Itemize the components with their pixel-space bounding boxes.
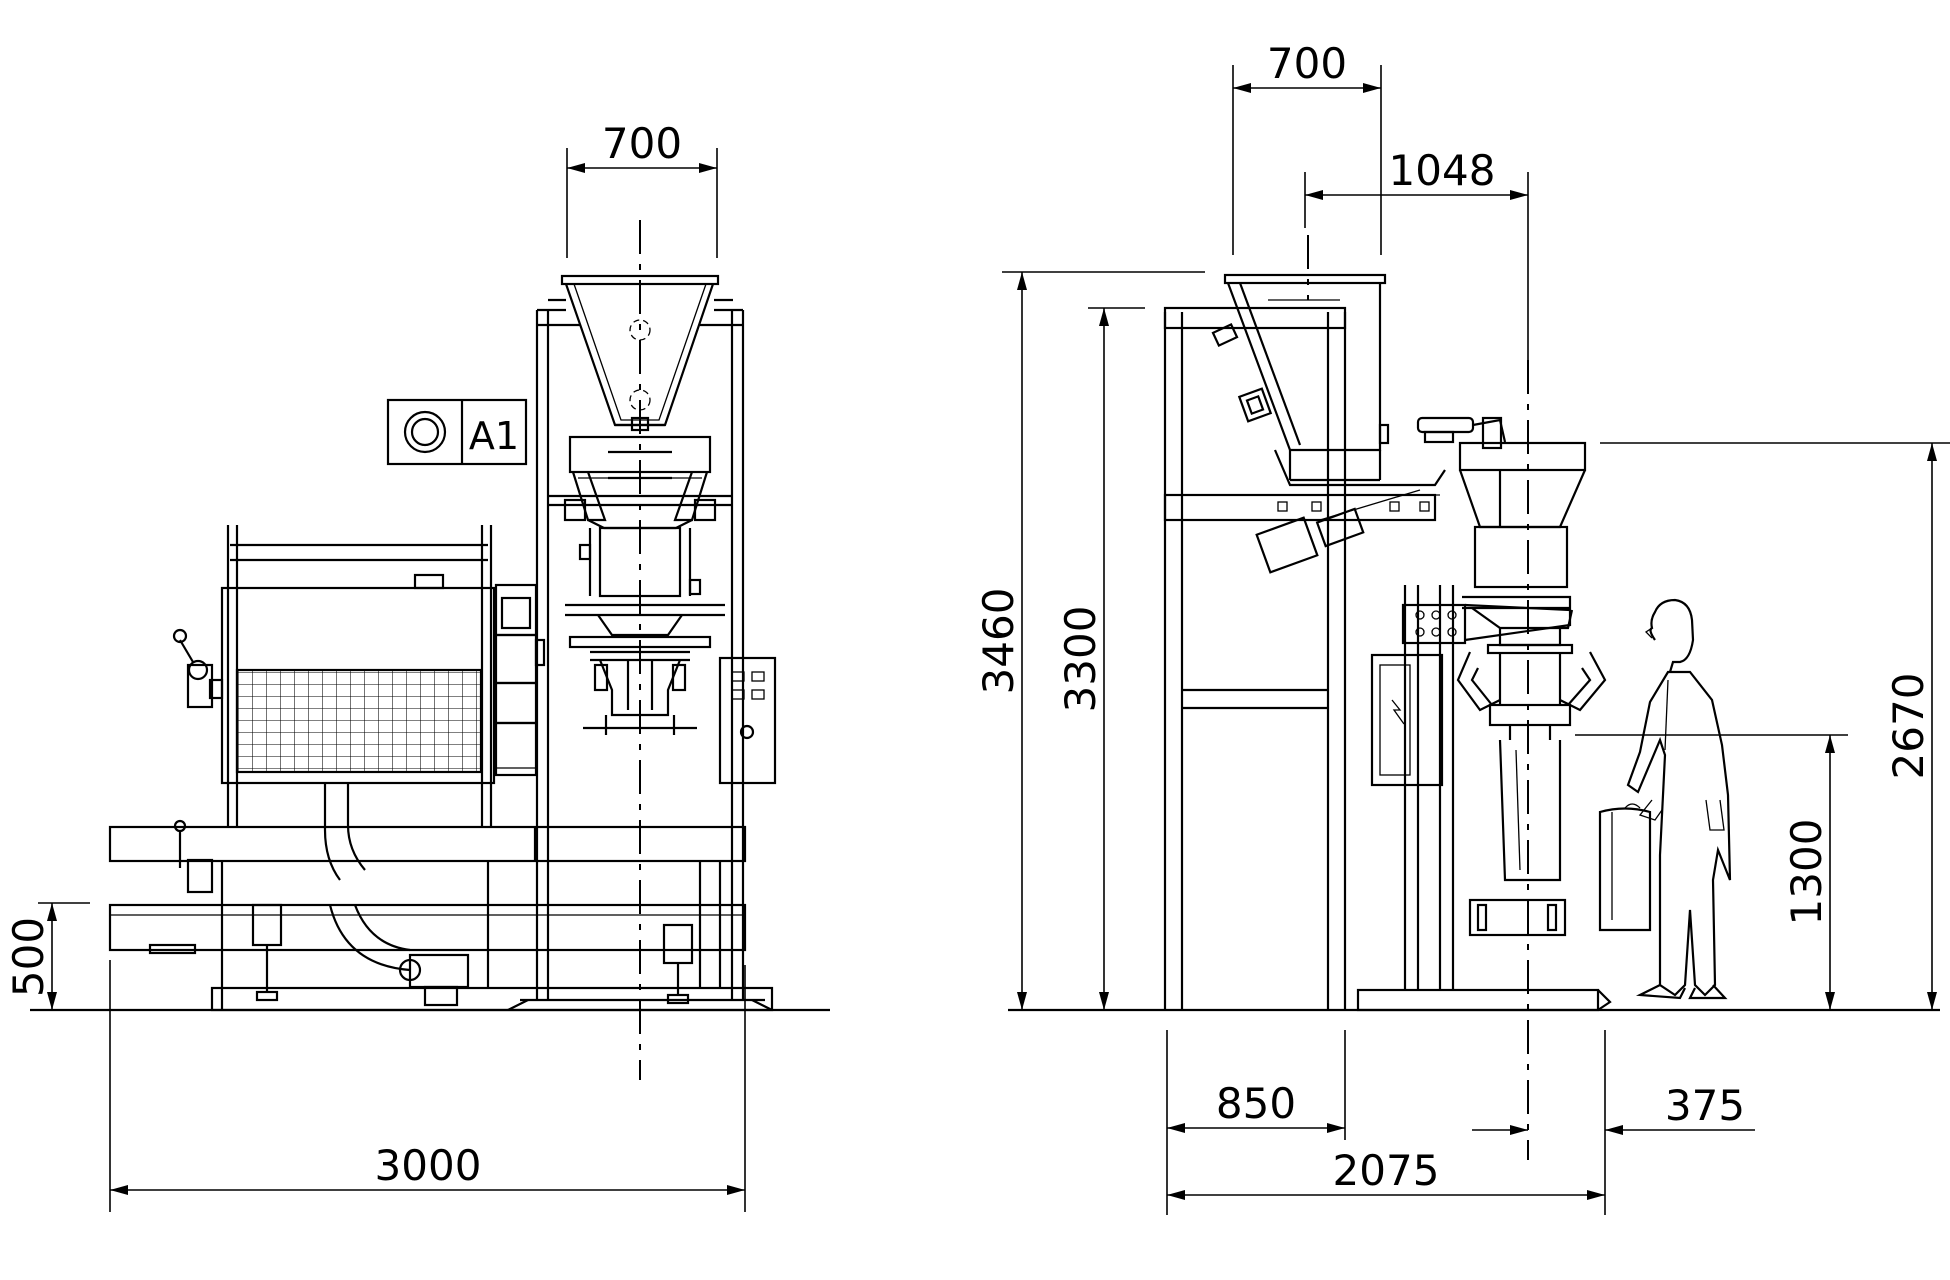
dim-front-top-width-label: 700 <box>602 119 682 168</box>
sewing-unit-housing <box>172 525 496 1007</box>
dim-side-clamp-height-label: 1300 <box>1782 819 1831 926</box>
dim-side-total-height <box>1002 271 1205 1010</box>
projection-circle-icon <box>403 410 447 454</box>
dim-side-rear-offset <box>1472 1125 1755 1135</box>
front-scale-hopper <box>548 435 732 649</box>
dim-front-overall-width <box>109 960 746 1212</box>
dim-side-offset <box>1304 172 1529 360</box>
side-main-frame <box>1163 306 1437 1010</box>
dim-side-frame-height <box>1088 307 1145 1010</box>
dim-side-overall-depth-label: 2075 <box>1333 1146 1440 1195</box>
side-feed-hopper <box>1211 273 1446 574</box>
dim-side-total-height-label: 3460 <box>974 588 1023 695</box>
dim-side-overall-depth <box>1167 1030 1606 1215</box>
sheet-size-label: A1 <box>469 414 519 458</box>
projection-symbol <box>386 398 528 466</box>
dim-side-top-width-label: 700 <box>1267 39 1347 88</box>
side-scale-frame <box>1356 585 1612 1012</box>
side-view: 700 1048 3460 3300 <box>974 39 1950 1215</box>
conveyor-base <box>108 819 774 1012</box>
dim-front-base-height-label: 500 <box>4 917 53 997</box>
control-box <box>718 656 777 785</box>
dim-side-offset-label: 1048 <box>1389 146 1496 195</box>
dim-side-frame-depth-label: 850 <box>1216 1079 1296 1128</box>
electric-hazard-icon <box>1391 699 1405 725</box>
dim-side-top-width <box>1232 65 1382 255</box>
dim-front-base-height <box>38 902 90 1010</box>
dim-front-top-width <box>566 148 718 258</box>
weighing-frame <box>507 298 773 1011</box>
operator-figure-icon <box>1598 598 1732 1000</box>
dim-side-clamp-height <box>1575 734 1848 1010</box>
side-filling-spout <box>1416 416 1607 882</box>
dim-side-frame-height-label: 3300 <box>1056 606 1105 713</box>
dim-side-spout-height <box>1600 442 1950 1010</box>
dim-side-spout-height-label: 2670 <box>1884 673 1933 780</box>
dim-side-frame-depth <box>1166 1030 1346 1215</box>
dim-side-rear-offset-label: 375 <box>1665 1081 1745 1130</box>
front-view: 700 3000 500 A1 <box>4 119 830 1212</box>
dim-front-overall-width-label: 3000 <box>375 1141 482 1190</box>
